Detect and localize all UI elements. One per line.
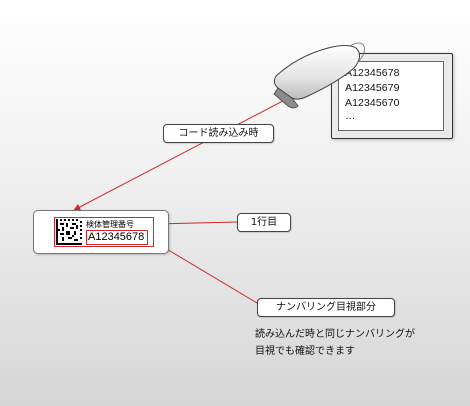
read-time-callout: コード読み込み時 bbox=[163, 124, 274, 143]
label-highlight-box bbox=[54, 217, 154, 247]
tag-number: A12345678 bbox=[86, 230, 149, 245]
scan-arrow bbox=[73, 91, 301, 211]
screen-line-2: A12345679 bbox=[345, 82, 400, 94]
screen-line-1: A12345678 bbox=[345, 67, 400, 79]
note-line-2: 目視でも確認できます bbox=[255, 346, 355, 357]
tag-title: 検体管理番号 bbox=[86, 220, 134, 229]
numbering-callout: ナンバリング目視部分 bbox=[257, 298, 395, 317]
numbering-arrow bbox=[159, 244, 263, 307]
screen-line-3: A12345670 bbox=[345, 97, 400, 109]
note-line-1: 読み込んだ時と同じナンバリングが bbox=[255, 329, 415, 340]
monitor-screen: A12345678 A12345679 A12345670 … bbox=[338, 61, 444, 131]
barcode-scanner-icon bbox=[273, 42, 365, 109]
datamatrix-code bbox=[56, 219, 82, 245]
screen-line-4: … bbox=[345, 110, 356, 122]
line1-callout: 1行目 bbox=[237, 213, 291, 232]
